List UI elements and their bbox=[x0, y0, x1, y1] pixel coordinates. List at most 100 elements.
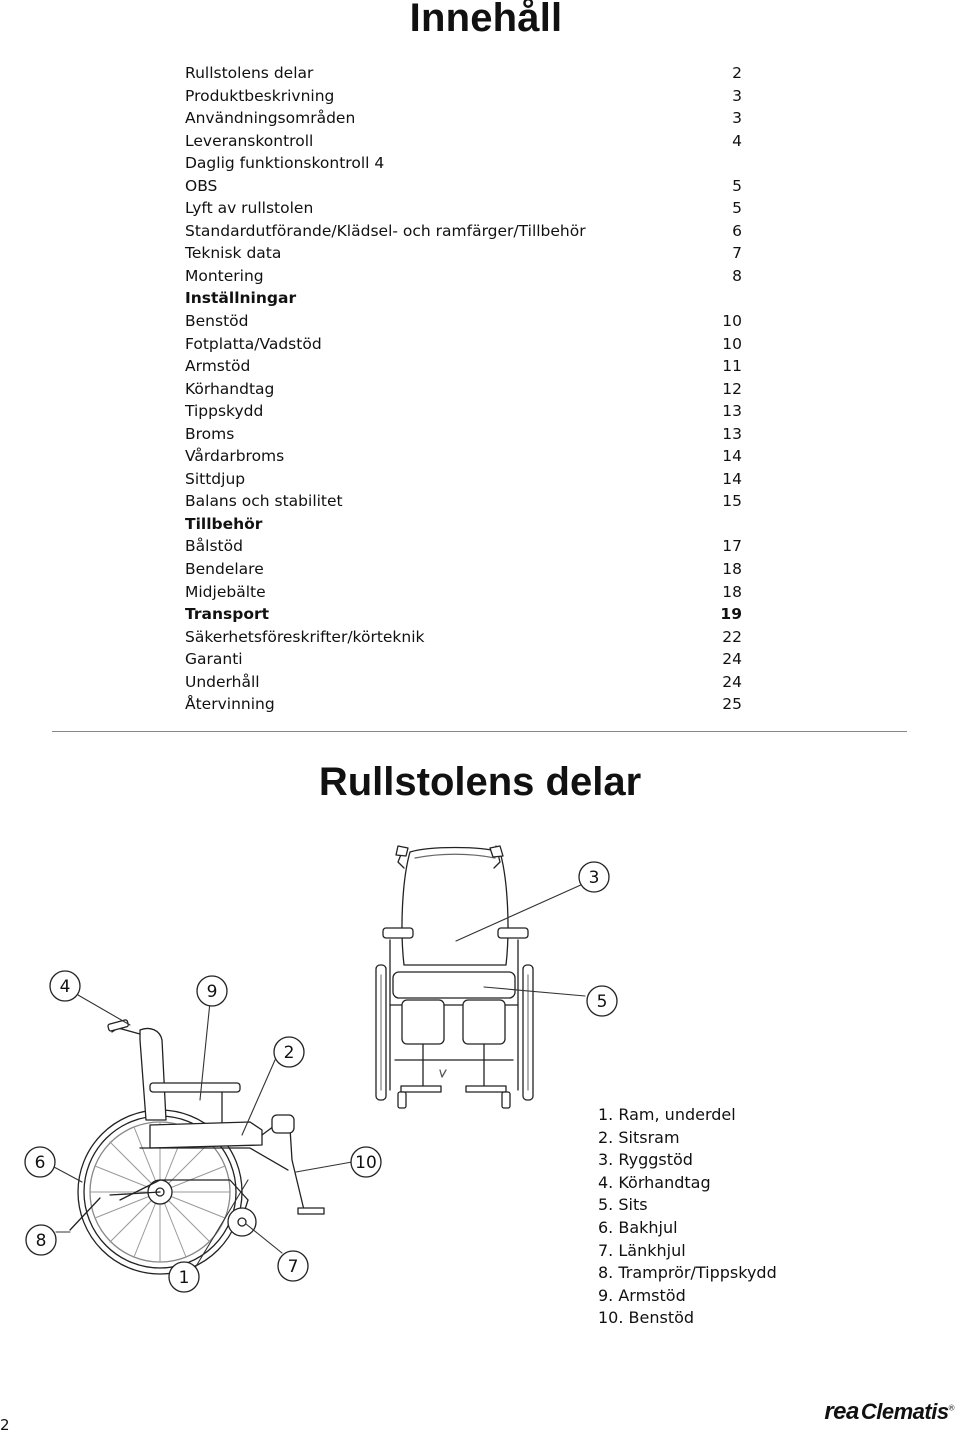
callout-circle bbox=[578, 861, 610, 893]
toc-entry: Montering 8 bbox=[185, 265, 742, 288]
toc-entry-page: 13 bbox=[722, 424, 742, 443]
toc-entry: Daglig funktionskontroll 4 bbox=[185, 152, 742, 175]
callout-10: 10 bbox=[350, 1146, 382, 1178]
toc-entry: Körhandtag 12 bbox=[185, 378, 742, 401]
toc-entry: Återvinning 25 bbox=[185, 693, 742, 716]
callout-2: 2 bbox=[273, 1036, 305, 1068]
legend-item: 9. Armstöd bbox=[598, 1285, 686, 1305]
toc-entry-label: Broms bbox=[185, 424, 235, 443]
toc-entry-page: 5 bbox=[732, 199, 742, 218]
toc-entry-label: Montering bbox=[185, 266, 264, 285]
toc-entry-label: Tillbehör bbox=[185, 514, 263, 533]
callout-3: 3 bbox=[578, 861, 610, 893]
toc-entry: Bålstöd 17 bbox=[185, 535, 742, 558]
callout-leader-lines bbox=[53, 883, 586, 1269]
toc-entry-page: 7 bbox=[732, 244, 742, 263]
callout-number: 2 bbox=[284, 1043, 295, 1063]
toc-entry-label: Standardutförande/Klädsel- och ramfärger… bbox=[185, 221, 586, 240]
legend-item: 3. Ryggstöd bbox=[598, 1150, 693, 1170]
page-title: Innehåll bbox=[409, 0, 563, 40]
toc-entry: Standardutförande/Klädsel- och ramfärger… bbox=[185, 220, 742, 243]
section-title: Rullstolens delar bbox=[318, 760, 642, 804]
toc-entry-page: 12 bbox=[722, 379, 742, 398]
callout-6: 6 bbox=[24, 1146, 56, 1178]
toc-entry-label: Rullstolens delar bbox=[185, 64, 314, 82]
toc-entry-page: 11 bbox=[722, 357, 742, 376]
toc-entry-label: Benstöd bbox=[185, 312, 249, 331]
callout-9: 9 bbox=[196, 975, 228, 1007]
toc-entry-page: 6 bbox=[732, 221, 742, 240]
page-number: 2 bbox=[0, 1416, 10, 1434]
toc-entry-label: Leveranskontroll bbox=[185, 131, 314, 150]
callout-circle bbox=[277, 1250, 309, 1282]
legend-item: 10. Benstöd bbox=[598, 1308, 695, 1328]
callout-5: 5 bbox=[586, 985, 618, 1017]
toc-entry: Midjebälte 18 bbox=[185, 581, 742, 604]
callout-1: 1 bbox=[168, 1261, 200, 1293]
toc-entry-page: 2 bbox=[732, 64, 742, 82]
legend-item: 4. Körhandtag bbox=[598, 1172, 711, 1192]
toc-entry: Garanti 24 bbox=[185, 648, 742, 671]
callout-number: 9 bbox=[207, 982, 218, 1002]
callout-circle bbox=[586, 985, 618, 1017]
toc-entry-label: Återvinning bbox=[185, 695, 275, 714]
toc-entry-page: 25 bbox=[722, 695, 742, 714]
toc-entry: Leveranskontroll 4 bbox=[185, 130, 742, 153]
toc-entry-label: Bålstöd bbox=[185, 537, 243, 556]
legend-item: 2. Sitsram bbox=[598, 1127, 680, 1147]
callout-circle bbox=[25, 1224, 57, 1256]
front-view-illustration bbox=[375, 845, 534, 1109]
toc-entry: Rullstolens delar 2 bbox=[185, 62, 742, 85]
toc-entry-page: 8 bbox=[732, 266, 742, 285]
callout-circle bbox=[24, 1146, 56, 1178]
callout-7: 7 bbox=[277, 1250, 309, 1282]
toc-entry-page: 10 bbox=[722, 312, 742, 331]
toc-entry-page: 5 bbox=[732, 176, 742, 195]
toc-entry-page: 4 bbox=[732, 131, 742, 150]
toc-entry-page: 17 bbox=[722, 537, 742, 556]
brand-logo: reaClematis® bbox=[824, 1398, 954, 1426]
callout-circle bbox=[168, 1261, 200, 1293]
toc-entry-page: 22 bbox=[722, 627, 742, 646]
toc-entry: Teknisk data 7 bbox=[185, 242, 742, 265]
toc-entry-label: Midjebälte bbox=[185, 582, 266, 601]
toc-entry-page: 10 bbox=[722, 334, 742, 353]
side-view-illustration bbox=[69, 1019, 325, 1275]
toc-entry-page: 3 bbox=[732, 86, 742, 105]
toc-entry: Tillbehör bbox=[185, 513, 742, 536]
brand-name: Clematis bbox=[860, 1399, 949, 1424]
divider bbox=[52, 731, 907, 732]
callout-circle bbox=[49, 970, 81, 1002]
toc-entry-label: OBS bbox=[185, 176, 218, 195]
toc-entry-label: Inställningar bbox=[185, 289, 297, 308]
toc-entry-label: Körhandtag bbox=[185, 379, 275, 398]
callout-number: 4 bbox=[60, 977, 71, 997]
toc-entry-label: Bendelare bbox=[185, 560, 264, 579]
toc-entry-label: Användningsområden bbox=[185, 109, 356, 128]
toc-entry-label: Armstöd bbox=[185, 357, 251, 376]
callout-number: 3 bbox=[589, 868, 600, 888]
toc-entry-label: Produktbeskrivning bbox=[185, 86, 335, 105]
toc-entry-label: Garanti bbox=[185, 650, 243, 669]
toc-entry-page: 18 bbox=[722, 560, 742, 579]
legend-item: 7. Länkhjul bbox=[598, 1240, 686, 1260]
callout-8: 8 bbox=[25, 1224, 57, 1256]
toc-entry-page: 24 bbox=[722, 672, 742, 691]
toc-entry-page: 24 bbox=[722, 650, 742, 669]
toc-entry-label: Sittdjup bbox=[185, 469, 246, 488]
toc-entry-label: Balans och stabilitet bbox=[185, 492, 343, 511]
callout-circle bbox=[196, 975, 228, 1007]
toc-entry-page: 18 bbox=[722, 582, 742, 601]
registered-mark: ® bbox=[948, 1403, 955, 1413]
legend-item: 5. Sits bbox=[598, 1195, 648, 1215]
toc-entry-label: Teknisk data bbox=[185, 244, 282, 263]
callout-4: 4 bbox=[49, 970, 81, 1002]
callout-circle bbox=[273, 1036, 305, 1068]
